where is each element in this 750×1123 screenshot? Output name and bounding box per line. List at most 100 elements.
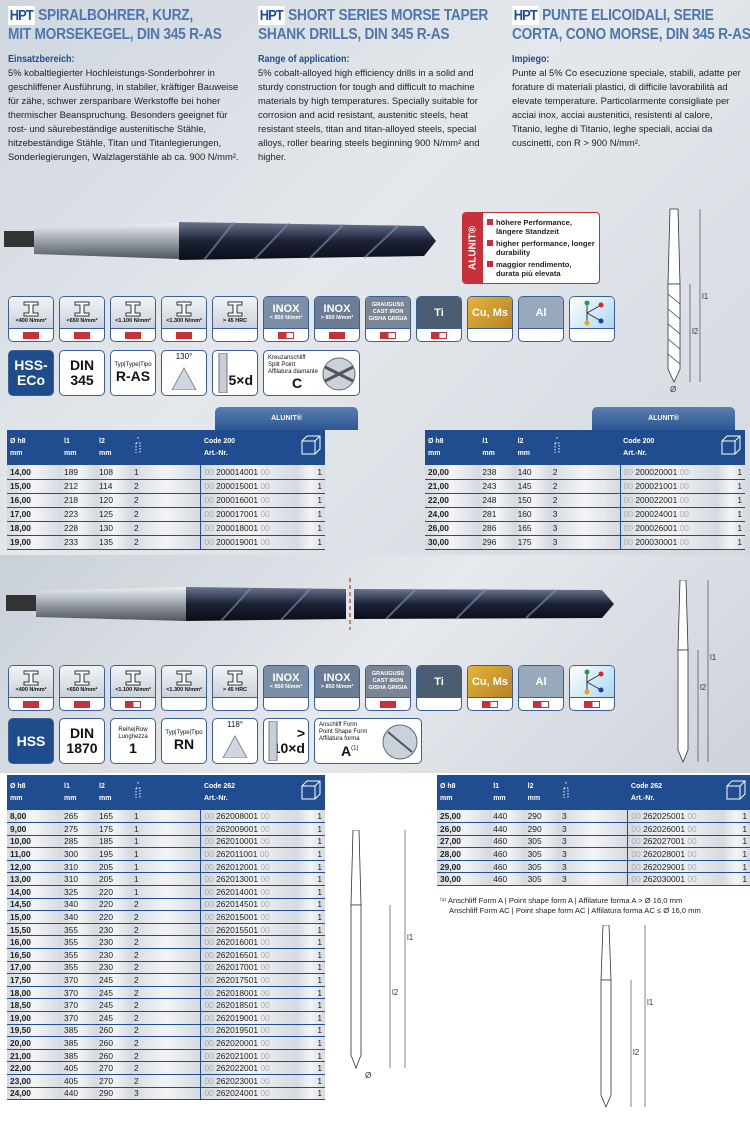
point-shape-icon bbox=[382, 724, 418, 760]
steel-beam-icon bbox=[227, 301, 243, 317]
morse-taper-cell: 2 bbox=[130, 973, 201, 987]
diameter-cell: 17,50 bbox=[7, 973, 62, 987]
article-number-cell: 00 262017501 00 bbox=[200, 973, 297, 987]
package-box-icon bbox=[301, 435, 321, 455]
l2-cell: 125 bbox=[96, 507, 131, 522]
diameter-cell: 17,00 bbox=[7, 961, 62, 975]
l1-cell: 440 bbox=[490, 822, 525, 836]
morse-taper-cell: 3 bbox=[559, 847, 628, 861]
l2-cell: 135 bbox=[96, 535, 131, 550]
l1-cell: 300 bbox=[61, 847, 97, 861]
suitability-rating-full bbox=[125, 331, 141, 339]
l2-cell: 175 bbox=[96, 822, 131, 836]
steel-beam-icon bbox=[125, 670, 141, 686]
morse-taper-cell: 2 bbox=[130, 986, 201, 1000]
package-qty-cell: 1 bbox=[296, 493, 325, 508]
l1-cell: 370 bbox=[61, 986, 97, 1000]
point-angle-badge: 118° bbox=[212, 718, 258, 764]
material-icon-steel-400: <400 N/mm² bbox=[8, 665, 54, 711]
col-package bbox=[296, 430, 325, 465]
suitability-rating-none bbox=[176, 701, 192, 708]
l2-cell: 145 bbox=[514, 479, 550, 494]
package-qty-cell: 1 bbox=[296, 948, 325, 962]
l1-label: l1 bbox=[702, 292, 709, 301]
material-icon-aluminium: Al bbox=[518, 296, 564, 342]
package-qty-cell: 1 bbox=[296, 822, 325, 836]
diameter-cell: 12,00 bbox=[7, 860, 62, 874]
diameter-cell: 21,00 bbox=[425, 479, 480, 494]
plastics-molecule-icon bbox=[584, 669, 604, 694]
article-number-cell: 00 262014501 00 bbox=[200, 898, 297, 912]
article-number-cell: 00 262016501 00 bbox=[200, 948, 297, 962]
package-qty-cell: 1 bbox=[296, 847, 325, 861]
steel-beam-icon bbox=[23, 301, 39, 317]
diameter-cell: 10,00 bbox=[7, 835, 62, 849]
diameter-cell: 27,00 bbox=[437, 835, 491, 849]
l2-cell: 220 bbox=[96, 910, 131, 924]
morse-taper-cell: 2 bbox=[130, 507, 201, 522]
morse-taper-cell: 2 bbox=[130, 898, 201, 912]
material-icon-steel-650: <650 N/mm² bbox=[59, 296, 105, 342]
suitability-rating-none bbox=[227, 332, 243, 339]
l2-cell: 245 bbox=[96, 1011, 131, 1025]
morse-taper-cell: 3 bbox=[549, 507, 621, 522]
l2-label: l2 bbox=[392, 988, 399, 997]
article-number-cell: 00 262025001 00 bbox=[627, 810, 722, 824]
l1-cell: 405 bbox=[61, 1061, 97, 1075]
article-number-cell: 00 262022001 00 bbox=[200, 1061, 297, 1075]
material-icon-inox-above-850: INOX> 850 N/mm² bbox=[314, 665, 360, 711]
article-number-cell: 00 262029001 00 bbox=[627, 860, 722, 874]
l1-cell: 310 bbox=[61, 860, 97, 874]
l2-cell: 130 bbox=[96, 521, 131, 536]
material-icon-steel-1100: <1.100 N/mm² bbox=[110, 296, 156, 342]
morse-taper-cell: 1 bbox=[130, 822, 201, 836]
split-point-icon bbox=[322, 357, 356, 391]
l1-cell: 285 bbox=[61, 835, 97, 849]
l2-cell: 150 bbox=[514, 493, 550, 508]
package-qty-cell: 1 bbox=[721, 835, 750, 849]
morse-taper-cell: 3 bbox=[559, 822, 628, 836]
l2-cell: 270 bbox=[96, 1061, 131, 1075]
point-angle-badge: 130° bbox=[161, 350, 207, 396]
morse-taper-cell: 3 bbox=[559, 860, 628, 874]
material-icon-copper-brass: Cu, Ms bbox=[467, 296, 513, 342]
l1-cell: 440 bbox=[61, 1087, 97, 1101]
morse-taper-cell: 3 bbox=[130, 1087, 201, 1101]
l2-cell: 245 bbox=[96, 998, 131, 1012]
article-number-cell: 00 200014001 00 bbox=[200, 465, 297, 480]
l2-cell: 195 bbox=[96, 847, 131, 861]
description-italian: Punte al 5% Co esecuzione speciale, stab… bbox=[512, 67, 741, 148]
package-qty-cell: 1 bbox=[296, 1087, 325, 1101]
point-angle-icon bbox=[222, 734, 248, 758]
package-qty-cell: 1 bbox=[296, 1061, 325, 1075]
l1-cell: 248 bbox=[479, 493, 515, 508]
alunit-benefit-english: higher performance, longer durability bbox=[487, 239, 595, 257]
l2-cell: 305 bbox=[524, 835, 560, 849]
morse-taper-cell: 2 bbox=[549, 479, 621, 494]
article-number-cell: 00 262014001 00 bbox=[200, 885, 297, 899]
morse-taper-cell: 2 bbox=[130, 535, 201, 550]
morse-taper-cell: 2 bbox=[130, 935, 201, 950]
morse-taper-cell: 3 bbox=[559, 835, 628, 849]
suitability-rating-half bbox=[584, 700, 600, 708]
l2-cell: 160 bbox=[514, 507, 550, 522]
article-number-cell: 00 262027001 00 bbox=[627, 835, 722, 849]
material-icon-hardened-45hrc: > 45 HRC bbox=[212, 665, 258, 711]
